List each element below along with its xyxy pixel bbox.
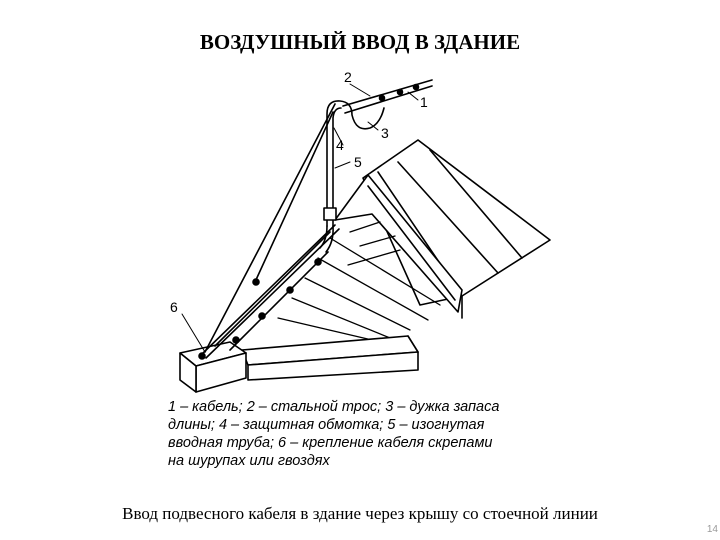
callout-5: 5 <box>354 154 362 170</box>
callout-3: 3 <box>381 125 389 141</box>
legend-line: вводная труба; 6 – крепление кабеля скре… <box>168 435 493 451</box>
diagram-legend: 1 – кабель; 2 – стальной трос; 3 – дужка… <box>168 398 588 470</box>
wall-beam <box>241 335 419 381</box>
cable <box>201 224 340 359</box>
cable-entry-diagram: 2 1 3 4 5 6 <box>170 69 551 393</box>
legend-line: 1 – кабель; 2 – стальной трос; 3 – дужка… <box>168 399 500 415</box>
callout-1: 1 <box>420 94 428 110</box>
page-number: 14 <box>706 524 718 535</box>
cable-fasteners <box>198 83 420 360</box>
wall-block <box>179 341 247 393</box>
callout-2: 2 <box>344 69 352 85</box>
page-title: ВОЗДУШНЫЙ ВВОД В ЗДАНИЕ <box>199 30 521 54</box>
roof-rafters <box>277 221 441 341</box>
callout-leaders <box>181 83 419 353</box>
callout-4: 4 <box>336 137 344 153</box>
callout-6: 6 <box>170 299 178 315</box>
roof-left-slope <box>334 174 463 313</box>
legend-line: длины; 4 – защитная обмотка; 5 – изогнут… <box>168 417 485 433</box>
legend-line: на шурупах или гвоздях <box>168 453 330 469</box>
figure-caption: Ввод подвесного кабеля в здание через кр… <box>122 504 598 523</box>
entry-pipe <box>319 100 385 253</box>
